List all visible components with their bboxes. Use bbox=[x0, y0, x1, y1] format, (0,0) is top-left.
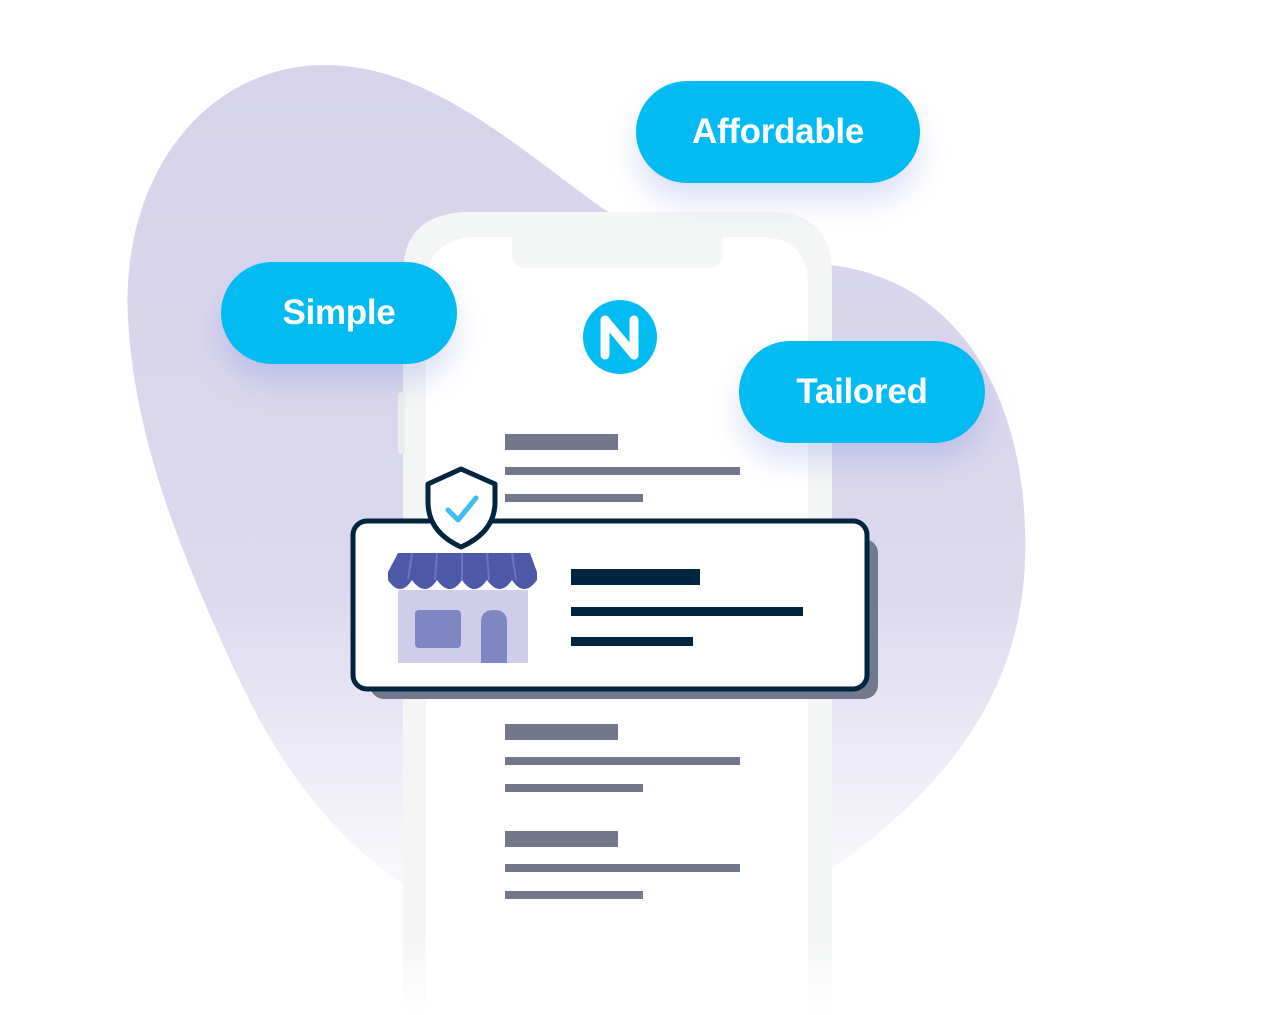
text-line bbox=[505, 434, 618, 450]
affordable-badge: Affordable bbox=[636, 81, 920, 183]
card-text-line bbox=[571, 637, 693, 646]
phone-side-button bbox=[398, 392, 405, 454]
phone-notch bbox=[512, 237, 723, 268]
brand-n-logo-icon bbox=[583, 300, 657, 374]
card-text-line bbox=[571, 607, 803, 616]
tailored-badge-label: Tailored bbox=[796, 372, 928, 411]
affordable-badge-label: Affordable bbox=[691, 112, 864, 151]
content-block-top bbox=[505, 434, 740, 502]
storefront-icon bbox=[388, 552, 537, 663]
tailored-badge: Tailored bbox=[739, 341, 985, 443]
business-card bbox=[350, 466, 878, 699]
card-title-line bbox=[571, 569, 700, 585]
text-line bbox=[505, 494, 643, 502]
shield-check-icon bbox=[425, 466, 498, 550]
phone-fade bbox=[390, 700, 850, 1015]
simple-badge: Simple bbox=[221, 262, 457, 364]
text-line bbox=[505, 467, 740, 475]
simple-badge-label: Simple bbox=[282, 293, 396, 332]
